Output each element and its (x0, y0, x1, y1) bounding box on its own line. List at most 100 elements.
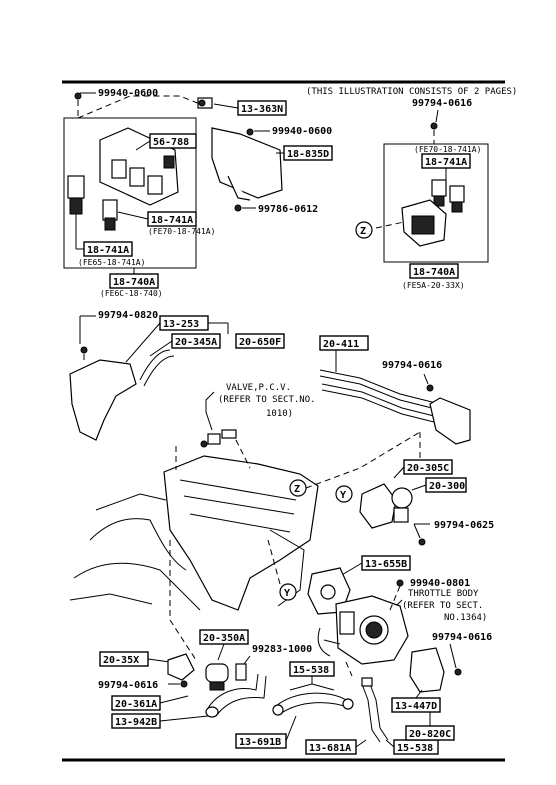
svg-text:18-740A: 18-740A (413, 267, 455, 278)
engine-block-outline (69, 493, 201, 611)
part-box-20-650F: 20-650F (235, 333, 285, 349)
bolt-label-6: 99794-0616 (382, 360, 442, 371)
coolant-pipe (361, 677, 389, 743)
egr-valve (359, 483, 413, 529)
pcv-valve (200, 429, 237, 448)
pcv-valve-callout-3: 1010) (266, 409, 293, 419)
svg-text:20-345A: 20-345A (175, 337, 217, 348)
bolt-icon (80, 346, 88, 354)
throttle-body-gasket (307, 567, 351, 615)
solenoid-group-frame (63, 117, 197, 269)
pipe-bracket-left (69, 349, 175, 441)
bolt-label-7: 99794-0625 (434, 520, 494, 531)
svg-text:20-350A: 20-350A (203, 633, 245, 644)
part-box-13-447D: 13-447D (391, 697, 441, 713)
svg-text:Y: Y (284, 588, 290, 599)
svg-text:13-681A: 13-681A (309, 743, 351, 754)
throttle-body-callout-3: NO.1364) (444, 613, 487, 623)
part-box-13-691B: 13-691B (235, 733, 287, 749)
bolt-icon (454, 668, 462, 676)
svg-text:13-447D: 13-447D (395, 701, 437, 712)
svg-text:15-538: 15-538 (293, 665, 329, 676)
part-box-56-788: 56-788 (149, 133, 197, 149)
svg-text:20-650F: 20-650F (239, 337, 281, 348)
bolt-icon (180, 680, 188, 688)
svg-text:18-835D: 18-835D (287, 149, 329, 160)
throttle-body-callout-2: (REFER TO SECT. (402, 601, 483, 611)
part-box-20-350A: 20-350A (199, 629, 249, 645)
part-box-20-361A: 20-361A (111, 695, 161, 711)
bolt-label-2: 99940-0600 (272, 126, 332, 137)
svg-text:13-942B: 13-942B (115, 717, 157, 728)
intake-manifold (163, 455, 319, 611)
illustration-note: (THIS ILLUSTRATION CONSISTS OF 2 PAGES) (306, 87, 517, 97)
sensor-pair (431, 179, 465, 213)
throttle-body-callout-1: THROTTLE BODY (408, 589, 479, 599)
svg-text:18-740A: 18-740A (113, 277, 155, 288)
part-box-20-35X: 20-35X (99, 651, 149, 667)
bolt-icon (246, 128, 254, 136)
sub-note-1: (FE70-18-741A) (148, 227, 215, 236)
part-box-18-741A-a: 18-741A (147, 211, 197, 227)
part-box-20-411: 20-411 (319, 335, 369, 351)
svg-text:13-363N: 13-363N (241, 104, 283, 115)
svg-text:20-411: 20-411 (323, 339, 359, 350)
bolt-icon (418, 538, 426, 546)
sensor-group-frame (383, 143, 489, 263)
bracket-18-835D (211, 127, 283, 201)
svg-text:Z: Z (294, 484, 300, 495)
air-hose-middle (272, 692, 354, 716)
svg-text:13-253: 13-253 (163, 319, 199, 330)
bolt-label-1: 99940-0600 (98, 88, 158, 99)
marker-y-mid (335, 485, 353, 503)
solenoid-valve-lower (102, 199, 118, 231)
part-box-18-740A-b: 18-740A (409, 263, 459, 279)
part-box-15-538-b: 15-538 (393, 739, 439, 755)
bolt-icon (234, 204, 242, 212)
part-box-13-942B: 13-942B (111, 713, 161, 729)
part-box-15-538-a: 15-538 (289, 661, 335, 677)
svg-text:20-300: 20-300 (429, 481, 465, 492)
part-box-13-363N: 13-363N (237, 100, 287, 116)
bolt-label-10: 99283-1000 (252, 644, 312, 655)
part-box-13-681A: 13-681A (305, 739, 357, 755)
bolt-icon (396, 579, 404, 587)
bolt-label-3: 99786-0612 (258, 204, 318, 215)
connector-fitting (197, 97, 213, 109)
part-box-18-740A-a: 18-740A (109, 273, 159, 289)
part-box-18-835D: 18-835D (283, 145, 333, 161)
marker-y-low (279, 583, 297, 601)
svg-text:15-538: 15-538 (397, 743, 433, 754)
svg-text:20-361A: 20-361A (115, 699, 157, 710)
sub-note-3: (FE6C-18-740) (100, 289, 163, 298)
part-box-18-741A-c: 18-741A (421, 153, 471, 169)
throttle-body (317, 595, 409, 665)
part-box-20-345A: 20-345A (171, 333, 221, 349)
svg-text:13-691B: 13-691B (239, 737, 281, 748)
bolt-label-5: 99794-0820 (98, 310, 158, 321)
solenoid-valve-left (67, 175, 85, 228)
svg-text:Z: Z (360, 226, 366, 237)
vacuum-canister (205, 663, 229, 691)
air-hose-left (205, 673, 267, 718)
svg-text:56-788: 56-788 (153, 137, 189, 148)
marker-z-top (355, 221, 373, 239)
throttle-position-sensor (409, 647, 445, 693)
sensor-bracket (401, 199, 447, 247)
part-box-13-253: 13-253 (159, 315, 209, 331)
svg-text:18-741A: 18-741A (87, 245, 129, 256)
svg-text:20-35X: 20-35X (103, 655, 139, 666)
pcv-valve-callout-2: (REFER TO SECT.NO. (218, 395, 316, 405)
bolt-icon (426, 384, 434, 392)
part-box-20-305C: 20-305C (403, 459, 453, 475)
bolt-label-11: 99794-0616 (98, 680, 158, 691)
sub-note-5: (FE5A-20-33X) (402, 281, 465, 290)
svg-text:Y: Y (340, 490, 346, 501)
pcv-valve-callout-1: VALVE,P.C.V. (226, 383, 291, 393)
hose-connector (167, 653, 247, 681)
bolt-icon (74, 92, 82, 100)
bolt-label-9: 99794-0616 (432, 632, 492, 643)
svg-text:13-655B: 13-655B (365, 559, 407, 570)
bolt-label-8: 99940-0801 (410, 578, 470, 589)
